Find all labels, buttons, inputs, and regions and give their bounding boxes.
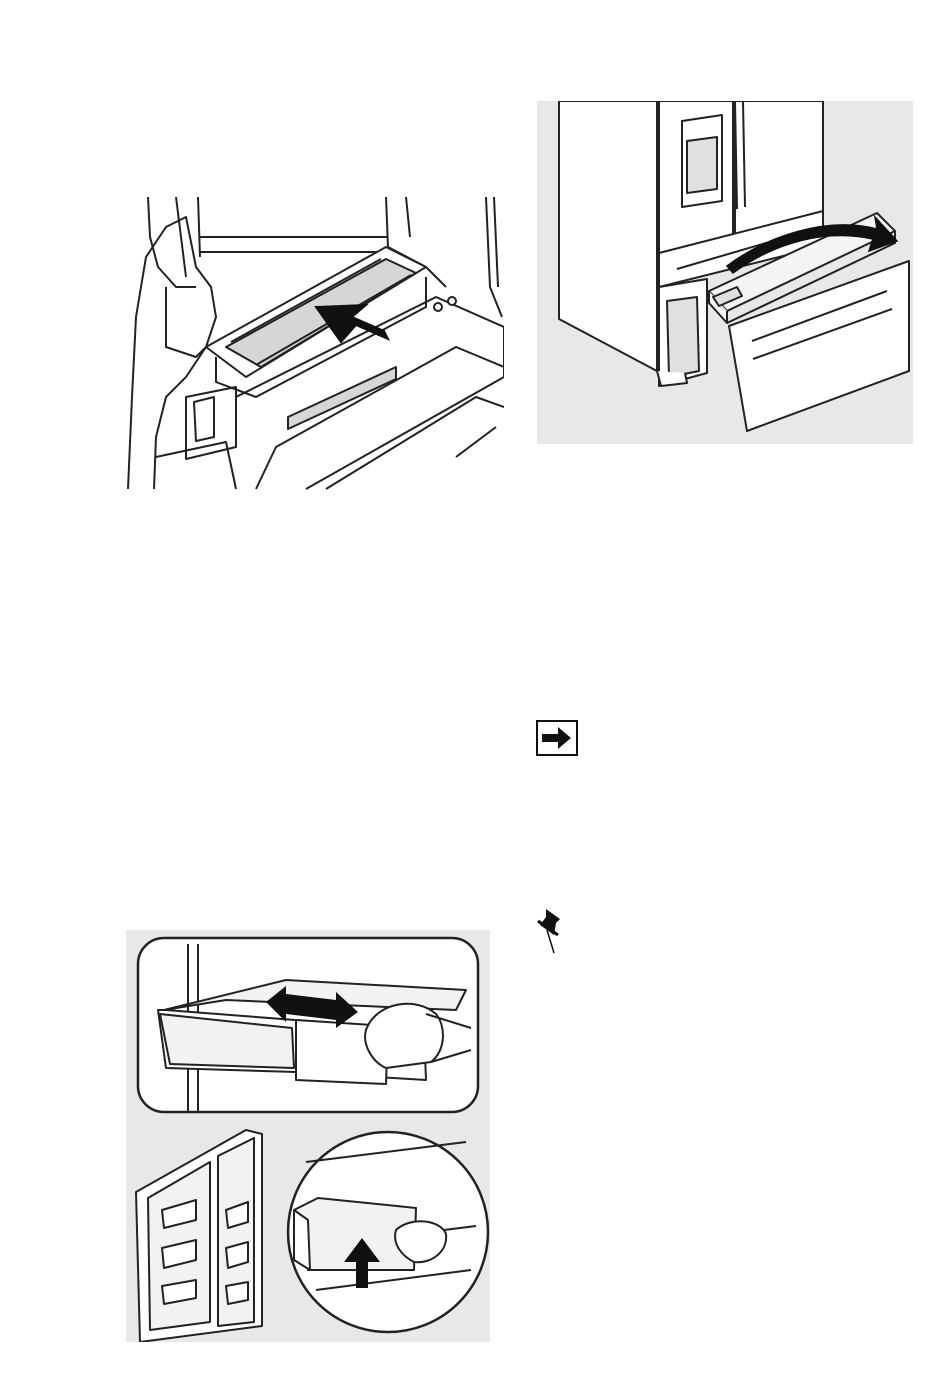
arrow-push-icon [316, 305, 388, 342]
door-bin-adjustment-illustration [126, 930, 490, 1342]
right-arrow-icon [536, 720, 578, 756]
pushpin-icon [532, 905, 568, 955]
crisper-drawer-cover-illustration [126, 197, 504, 490]
freezer-drawer-removal-illustration [537, 101, 913, 444]
